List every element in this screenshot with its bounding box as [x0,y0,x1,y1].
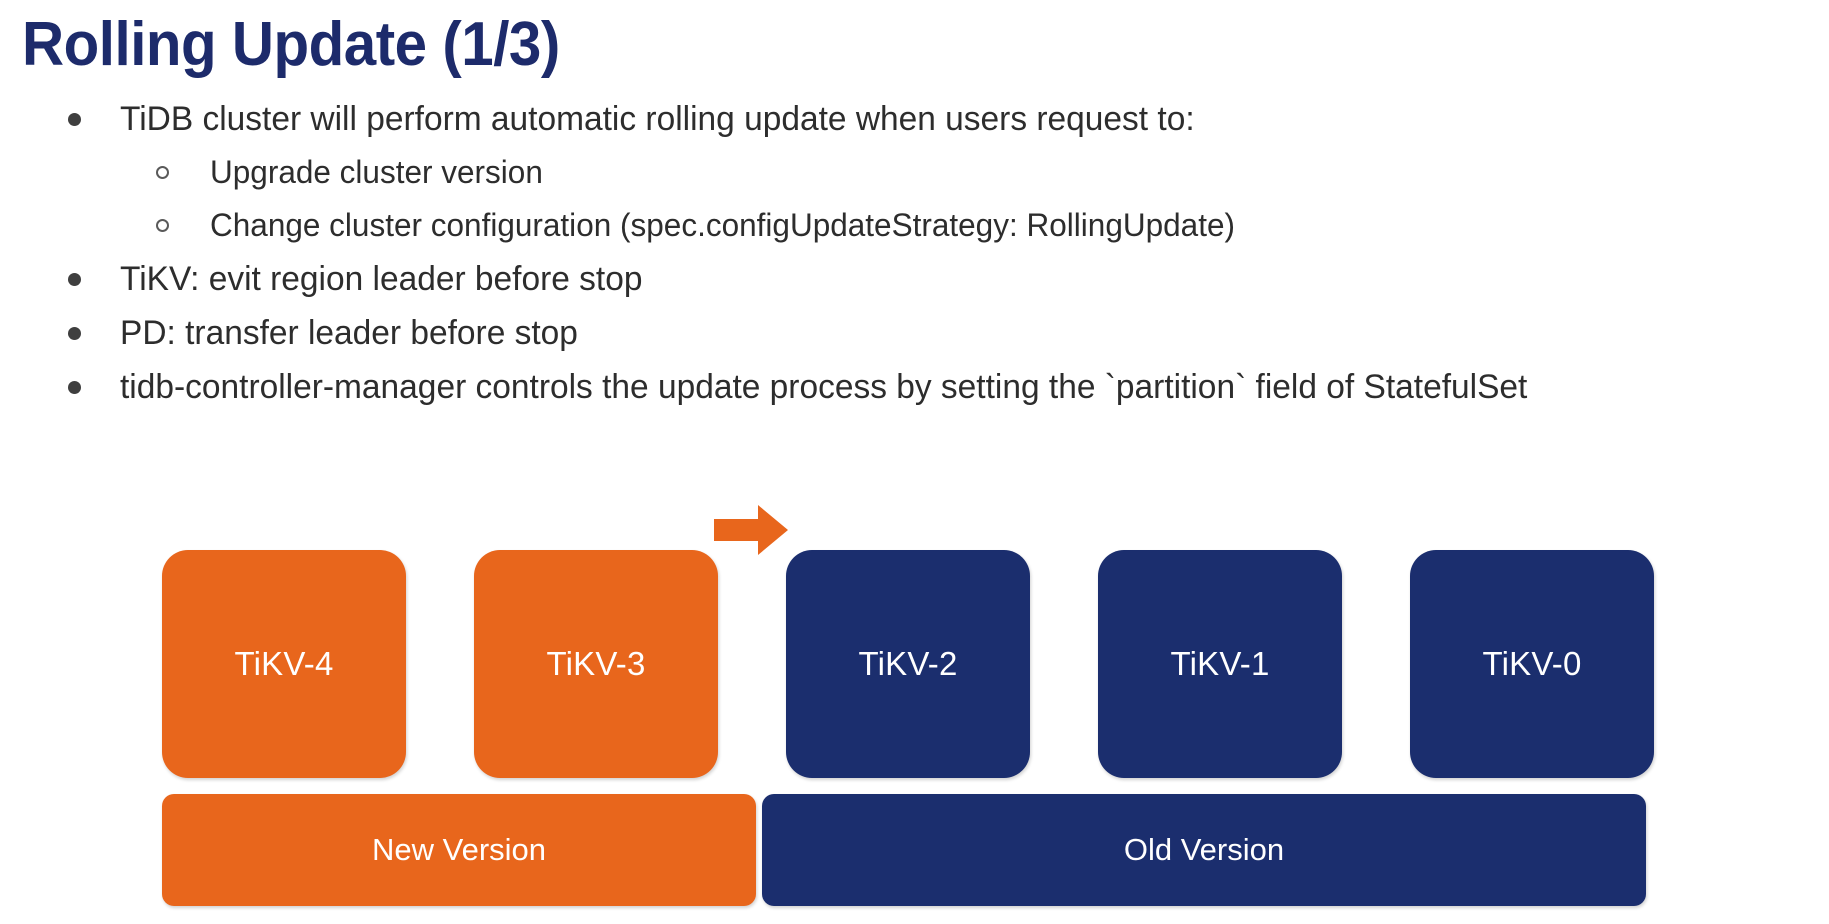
pod-node-tikv-4[interactable]: TiKV-4 [162,550,406,778]
bullet-text: TiDB cluster will perform automatic roll… [120,100,1195,138]
bullet-marker-hollow-icon [148,146,210,199]
bullet-marker-filled-icon [60,306,120,360]
bullet-marker-hollow-icon [148,199,210,252]
legend-bar-new-version: New Version [162,794,756,906]
pod-node-label: TiKV-3 [546,645,646,682]
bullet-marker-filled-icon [60,360,120,414]
bullet-item: Change cluster configuration (spec.confi… [60,199,1820,252]
bullet-text: Upgrade cluster version [210,154,543,190]
pod-node-label: TiKV-0 [1482,645,1582,682]
pod-node-tikv-2[interactable]: TiKV-2 [786,550,1030,778]
bullet-text: Change cluster configuration (spec.confi… [210,207,1235,243]
pod-node-tikv-0[interactable]: TiKV-0 [1410,550,1654,778]
pod-node-label: TiKV-4 [234,645,334,682]
pod-node-label: TiKV-1 [1170,645,1270,682]
bullet-text: tidb-controller-manager controls the upd… [120,368,1528,406]
bullet-list: TiDB cluster will perform automatic roll… [60,92,1820,414]
right-arrow-icon [714,504,788,556]
bullet-item: PD: transfer leader before stop [60,306,1820,360]
page-title: Rolling Update (1/3) [22,10,560,79]
legend-bar-label: Old Version [1123,832,1285,867]
pod-node-label: TiKV-2 [858,645,958,682]
bullet-item: TiDB cluster will perform automatic roll… [60,92,1820,146]
legend-bar-label: New Version [371,832,547,867]
bullet-text: PD: transfer leader before stop [120,314,578,352]
legend-bar-old-version: Old Version [762,794,1646,906]
bullet-item: tidb-controller-manager controls the upd… [60,360,1820,414]
bullet-item: Upgrade cluster version [60,146,1820,199]
bullet-item: TiKV: evit region leader before stop [60,252,1820,306]
bullet-marker-filled-icon [60,92,120,146]
pod-node-tikv-3[interactable]: TiKV-3 [474,550,718,778]
bullet-text: TiKV: evit region leader before stop [120,260,643,298]
bullet-marker-filled-icon [60,252,120,306]
pod-node-tikv-1[interactable]: TiKV-1 [1098,550,1342,778]
